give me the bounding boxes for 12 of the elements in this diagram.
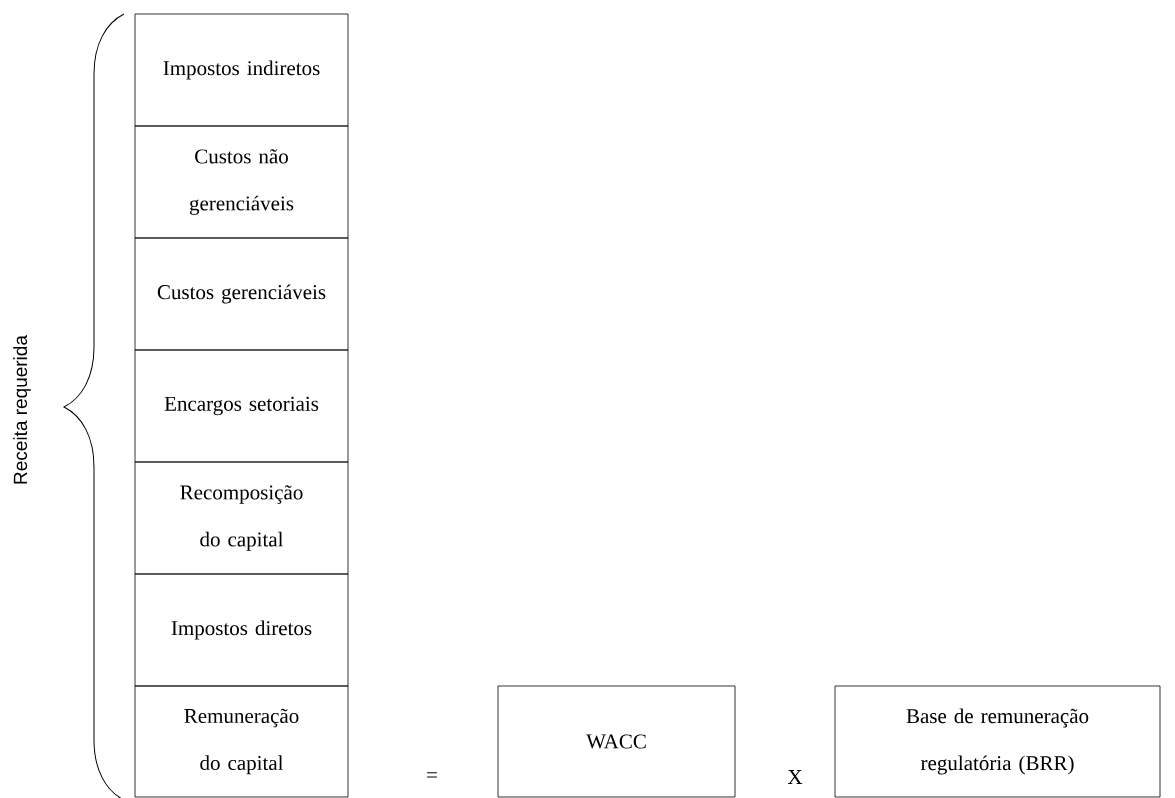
text-box: Recomposição do capital <box>134 461 349 575</box>
operator-sign: X <box>787 770 803 784</box>
text-box: Impostos indiretos <box>134 13 349 127</box>
text-box: Remuneração do capital <box>134 685 349 798</box>
text-box: Base de remuneração regulatória (BRR) <box>834 685 1161 798</box>
text-box: Custos não gerenciáveis <box>134 125 349 239</box>
text-box: Impostos diretos <box>134 573 349 687</box>
operator-sign: = <box>427 772 437 778</box>
text-box: WACC <box>497 685 736 798</box>
axis-label: Receita requerida <box>13 335 31 484</box>
text-box: Encargos setoriais <box>134 349 349 463</box>
text-box: Custos gerenciáveis <box>134 237 349 351</box>
